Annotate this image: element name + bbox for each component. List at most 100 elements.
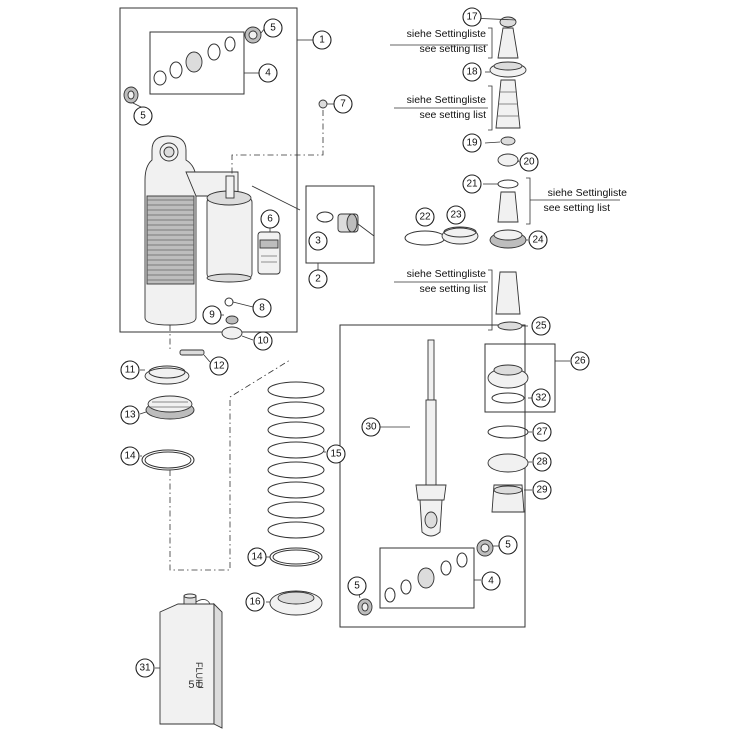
callout-10: 10 <box>253 331 273 351</box>
callout-18: 18 <box>462 62 482 82</box>
valve-guide-line <box>231 110 324 176</box>
callout-7-number: 7 <box>340 99 346 110</box>
callout-7: 7 <box>333 94 353 114</box>
callout-20: 20 <box>519 152 539 172</box>
callout-22: 22 <box>415 207 435 227</box>
callout-24-number: 24 <box>532 235 544 246</box>
callout-5-top-left-number: 5 <box>140 111 146 122</box>
reservoir-cap <box>316 211 359 233</box>
callout-32-number: 32 <box>535 393 547 404</box>
callout-25-number: 25 <box>535 321 547 332</box>
note-1-line-1: siehe Settingliste <box>407 28 487 40</box>
center-line-lower <box>169 359 291 571</box>
seal-kit-bottom-parts <box>357 539 494 616</box>
callout-28: 28 <box>532 452 552 472</box>
callout-16: 16 <box>245 592 265 612</box>
callout-10-number: 10 <box>257 336 269 347</box>
callout-11: 11 <box>120 360 140 380</box>
callout-4-top: 4 <box>258 63 278 83</box>
spring-adjuster-parts <box>141 349 205 471</box>
callout-4-bottom-number: 4 <box>488 576 494 587</box>
bracket-4 <box>488 269 493 331</box>
fluid-can <box>159 593 223 729</box>
callout-1-number: 1 <box>319 35 325 46</box>
callout-17: 17 <box>462 7 482 27</box>
callout-9-number: 9 <box>209 310 215 321</box>
callout-15: 15 <box>326 444 346 464</box>
callout-31-number: 31 <box>139 663 151 674</box>
callout-5-bottom-right-number: 5 <box>505 540 511 551</box>
callout-14-bottom: 14 <box>247 547 267 567</box>
callout-5-bottom-left: 5 <box>347 576 367 596</box>
note-4-line-2: see setting list <box>419 283 486 295</box>
callout-12-number: 12 <box>213 361 225 372</box>
seal-kit-frame-bottom <box>379 547 475 609</box>
piston-rod-frame <box>339 324 526 628</box>
callout-26: 26 <box>570 351 590 371</box>
callout-31: 31 <box>135 658 155 678</box>
note-4-line-1: siehe Settingliste <box>407 268 487 280</box>
bottom-reservoir-parts <box>221 297 243 340</box>
callout-15-number: 15 <box>330 449 342 460</box>
callout-2: 2 <box>308 269 328 289</box>
leader-lines <box>132 17 570 669</box>
callout-4-bottom: 4 <box>481 571 501 591</box>
callout-19: 19 <box>462 133 482 153</box>
can-label-volume: 5 L <box>188 679 203 691</box>
setting-note-2: siehe Settingliste see setting list <box>407 94 487 121</box>
spring-seat-parts <box>269 547 323 616</box>
callout-13-number: 13 <box>124 410 136 421</box>
callout-21-number: 21 <box>466 179 478 190</box>
shim-stack-right <box>487 16 529 513</box>
reservoir-valve-frame <box>305 185 375 264</box>
callout-29: 29 <box>532 480 552 500</box>
callout-27: 27 <box>532 422 552 442</box>
callout-3-number: 3 <box>315 236 321 247</box>
callout-1: 1 <box>312 30 332 50</box>
callout-29-number: 29 <box>536 485 548 496</box>
shock-absorber-body <box>144 135 239 326</box>
callout-30: 30 <box>361 417 381 437</box>
main-spring <box>267 381 325 539</box>
bleed-valve <box>318 99 328 109</box>
bracket-3 <box>526 177 531 225</box>
callout-5-top-right: 5 <box>263 18 283 38</box>
setting-note-4: siehe Settingliste see setting list <box>407 268 487 295</box>
callout-20-number: 20 <box>523 157 535 168</box>
shock-assembly-frame <box>119 7 298 333</box>
callout-28-number: 28 <box>536 457 548 468</box>
seal-kit-frame-top <box>149 31 245 95</box>
note-3-line-2: see setting list <box>543 202 610 214</box>
callout-6-number: 6 <box>267 214 273 225</box>
callout-22-number: 22 <box>419 212 431 223</box>
callout-23: 23 <box>446 205 466 225</box>
note-2-line-1: siehe Settingliste <box>407 94 487 106</box>
seal-kit-top-parts <box>123 26 262 104</box>
callout-3: 3 <box>308 231 328 251</box>
setting-note-1: siehe Settingliste see setting list <box>407 28 487 55</box>
callout-19-number: 19 <box>466 138 478 149</box>
callout-6: 6 <box>260 209 280 229</box>
callout-14-top: 14 <box>120 446 140 466</box>
bracket-1 <box>488 27 493 59</box>
note-3-line-1: siehe Settingliste <box>548 187 628 199</box>
callout-23-number: 23 <box>450 210 462 221</box>
setting-decal <box>257 231 281 275</box>
callout-24: 24 <box>528 230 548 250</box>
callout-26-number: 26 <box>574 356 586 367</box>
piston-rod <box>415 339 447 537</box>
callout-14-top-number: 14 <box>124 451 136 462</box>
note-1-line-2: see setting list <box>419 43 486 55</box>
callout-16-number: 16 <box>249 597 261 608</box>
callout-2-number: 2 <box>315 274 321 285</box>
callout-27-number: 27 <box>536 427 548 438</box>
callout-14-bottom-number: 14 <box>251 552 263 563</box>
callout-8-number: 8 <box>259 303 265 314</box>
reservoir-canister <box>206 175 253 283</box>
callout-5-top-left: 5 <box>133 106 153 126</box>
callout-9: 9 <box>202 305 222 325</box>
callout-5-top-right-number: 5 <box>270 23 276 34</box>
callout-17-number: 17 <box>466 12 478 23</box>
can-label-fluid: FLUID <box>194 662 204 689</box>
callout-32: 32 <box>531 388 551 408</box>
